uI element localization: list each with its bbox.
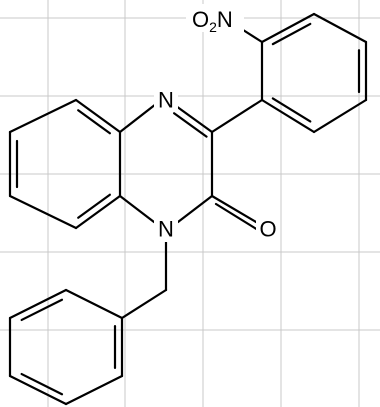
bond-benzo <box>8 98 78 134</box>
atom-n-top: N <box>158 88 174 113</box>
double-bond-benzyl <box>20 372 64 396</box>
bond-benzyl <box>8 288 68 320</box>
atom-n-bottom: N <box>158 217 174 242</box>
bond-pyrazinone <box>118 102 158 134</box>
double-bond-benzyl <box>20 298 64 322</box>
double-bond-aryl <box>271 97 312 123</box>
bond-benzyl <box>8 374 68 406</box>
bond-aryl <box>312 12 368 44</box>
atom-o-carbonyl: O <box>259 217 276 242</box>
atom-label-layer: N N O O2N <box>154 4 280 242</box>
bond-aryl-link <box>210 98 264 134</box>
bond-carbonyl <box>210 194 258 224</box>
double-bond-benzo <box>77 193 111 219</box>
nitro-nitrogen: N <box>217 7 233 32</box>
bond-benzo <box>8 194 78 230</box>
bond-aryl <box>260 12 316 44</box>
bond-benzo <box>74 194 122 230</box>
nitro-oxygen: O <box>192 7 209 32</box>
atom-n-bottom-bg <box>154 216 178 242</box>
bond-benzyl <box>64 374 124 406</box>
bond-aryl <box>312 98 368 134</box>
bond-pyrazinone <box>174 104 214 134</box>
double-bond-c3-n4 <box>173 112 208 138</box>
nitro-group: O2N <box>192 7 233 35</box>
double-bond-benzo <box>77 109 111 135</box>
nitro-subscript: 2 <box>209 19 217 35</box>
atom-n-top-bg <box>154 86 178 112</box>
double-bond-aryl <box>271 22 312 46</box>
double-bond-carbonyl <box>214 202 260 232</box>
bond-pyrazinone <box>176 194 214 224</box>
bond-ch2-phenyl <box>120 288 168 320</box>
bond-benzo <box>74 98 122 134</box>
bond-layer <box>8 12 368 406</box>
bond-aryl <box>260 98 316 134</box>
bond-pyrazinone <box>118 194 156 224</box>
bond-benzyl <box>64 288 124 320</box>
nitro-group-bg <box>186 4 244 32</box>
atom-o-carbonyl-bg <box>256 216 280 242</box>
